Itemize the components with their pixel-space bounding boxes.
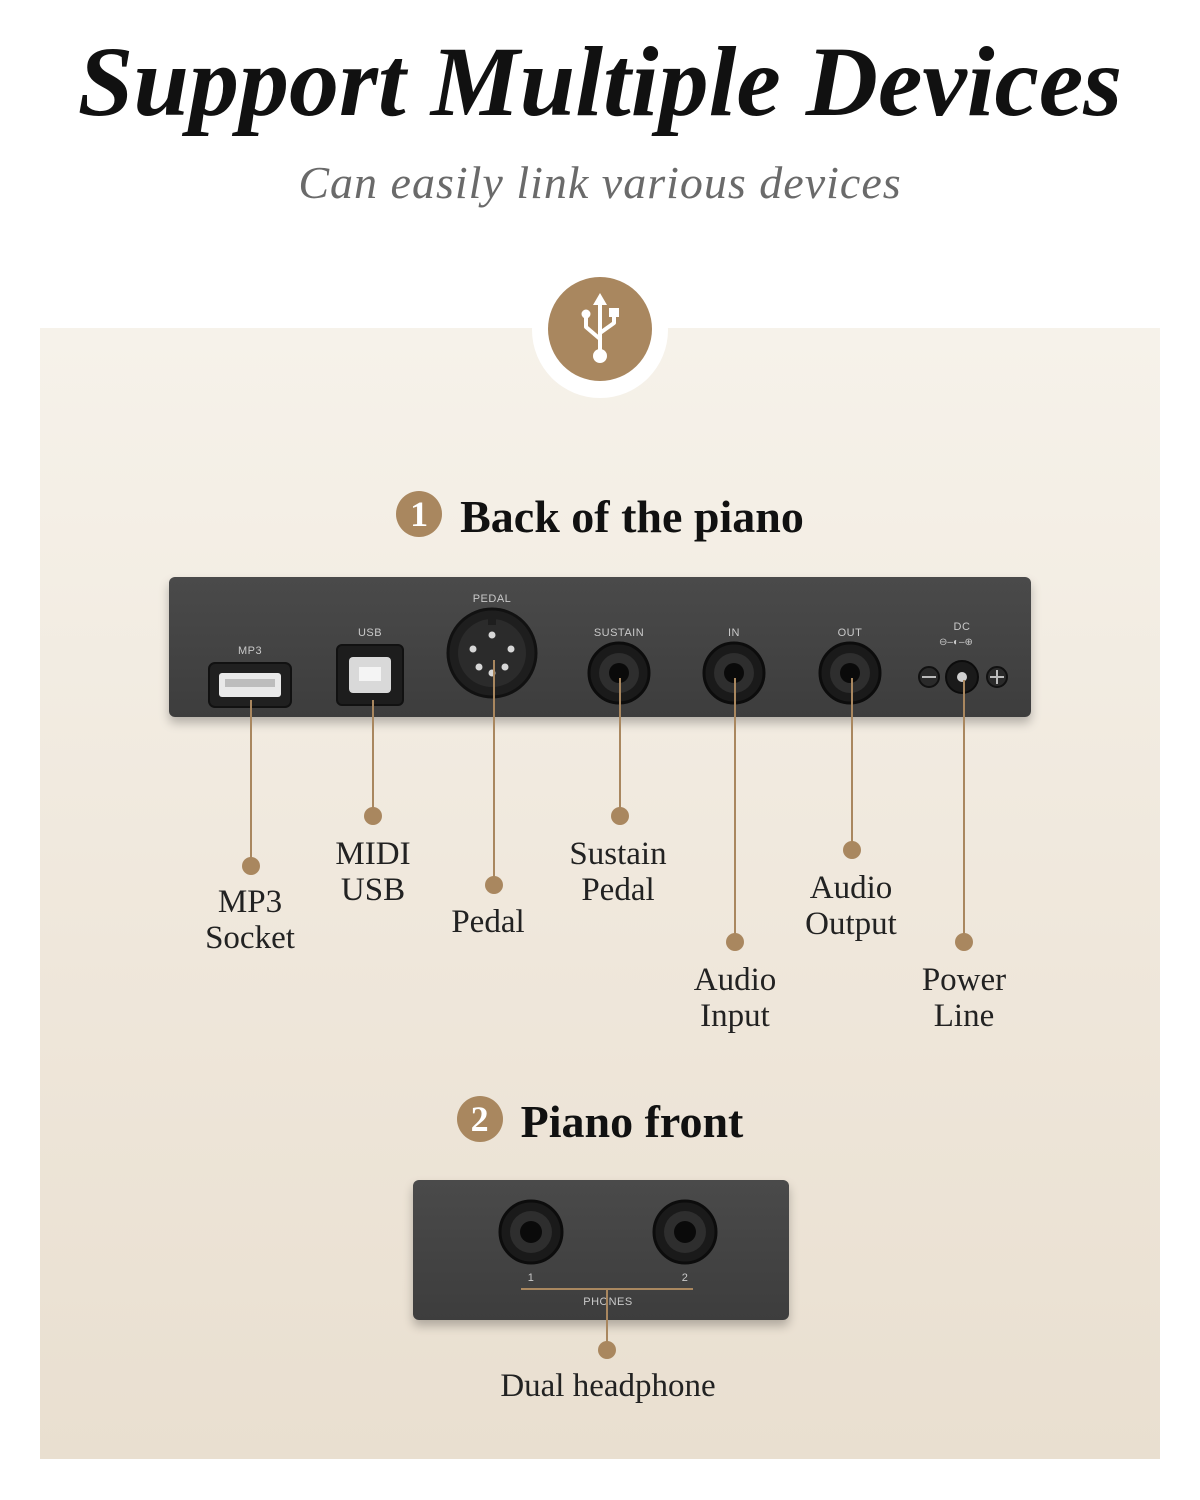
sustain-jack xyxy=(587,641,651,705)
mp3-port-label: MP3 xyxy=(237,645,263,657)
jack-2-label: 2 xyxy=(681,1272,689,1284)
section-title-front: 2 Piano front xyxy=(0,1095,1200,1148)
sustain-port-label: SUSTAIN xyxy=(593,627,645,639)
callout-line-audio-out xyxy=(851,678,853,850)
phones-label: PHONES xyxy=(583,1296,633,1308)
callout-line-sustain xyxy=(619,678,621,816)
section-title-back: 1 Back of the piano xyxy=(0,490,1200,543)
dc-power-port: ⊖–◐–⊕ xyxy=(918,637,1008,694)
out-port-label: OUT xyxy=(837,627,863,639)
audio-out-jack xyxy=(818,641,882,705)
callout-dot-headphone xyxy=(598,1341,616,1359)
section-number-badge: 1 xyxy=(396,491,443,537)
callout-dot-pedal xyxy=(485,876,503,894)
callout-line-audio-in xyxy=(734,678,736,942)
usb-icon xyxy=(581,293,619,363)
jack-1-label: 1 xyxy=(527,1272,535,1284)
callout-line-mp3 xyxy=(250,700,252,866)
callout-dot-power xyxy=(955,933,973,951)
callout-dot-mp3 xyxy=(242,857,260,875)
usb-badge xyxy=(548,277,652,381)
page-subtitle: Can easily link various devices xyxy=(298,157,902,208)
dc-port-label: DC xyxy=(953,621,971,633)
usb-b-port xyxy=(336,644,404,706)
page-title: Support Multiple Devices xyxy=(77,26,1123,137)
back-ports-illustration: ⊖–◐–⊕ xyxy=(208,607,1008,708)
callout-line-pedal xyxy=(493,660,495,885)
pedal-din-port xyxy=(446,607,538,699)
callout-dot-sustain xyxy=(611,807,629,825)
callout-dual-headphone: Dual headphone xyxy=(500,1368,716,1404)
callout-pedal: Pedal xyxy=(451,904,525,940)
callout-dot-audio-in xyxy=(726,933,744,951)
usb-port-label: USB xyxy=(357,627,383,639)
headphone-jack-2 xyxy=(652,1199,718,1265)
piano-back-panel: ⊖–◐–⊕ MP3 USB PEDAL SUSTAIN IN OUT DC xyxy=(169,577,1031,717)
section-number-badge: 2 xyxy=(456,1096,503,1142)
in-port-label: IN xyxy=(728,627,740,639)
headphone-jack-1 xyxy=(498,1199,564,1265)
callout-dot-audio-out xyxy=(843,841,861,859)
front-ports-illustration xyxy=(498,1199,718,1265)
section-title-text: Back of the piano xyxy=(460,491,804,542)
section-title-text: Piano front xyxy=(520,1096,744,1147)
mp3-port xyxy=(208,662,292,708)
callout-line-power xyxy=(963,680,965,942)
callout-dot-usb xyxy=(364,807,382,825)
pedal-port-label: PEDAL xyxy=(472,593,512,605)
svg-text:⊖–◐–⊕: ⊖–◐–⊕ xyxy=(939,637,973,648)
callout-line-headphone xyxy=(606,1288,608,1350)
piano-front-panel: 1 2 PHONES xyxy=(413,1180,789,1320)
callout-line-usb xyxy=(372,700,374,816)
